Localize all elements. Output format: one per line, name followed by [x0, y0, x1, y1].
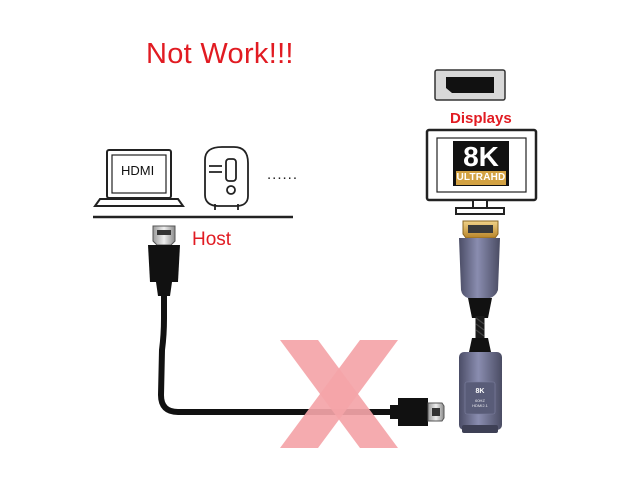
hdmi-cable-icon: [148, 225, 445, 426]
laptop-icon: [93, 149, 185, 207]
projector-icon: [204, 146, 249, 210]
dp-to-hdmi-adapter-icon: [459, 220, 502, 433]
displays-label: Displays: [450, 110, 512, 127]
laptop-screen-text: HDMI: [121, 163, 155, 178]
ellipsis: ......: [267, 166, 299, 183]
page-title: Not Work!!!: [146, 38, 294, 70]
resolution-badge-main: 8K: [463, 141, 499, 172]
displayport-port-icon: [434, 69, 506, 101]
resolution-badge-sub: ULTRAHD: [456, 171, 506, 185]
monitor-icon: [425, 128, 538, 215]
adapter-label-main: 8K: [475, 388, 485, 395]
cross-mark-icon: [280, 340, 398, 448]
host-label: Host: [192, 229, 232, 250]
adapter-label-sub: 60HZ HDMI2.1: [472, 398, 488, 408]
